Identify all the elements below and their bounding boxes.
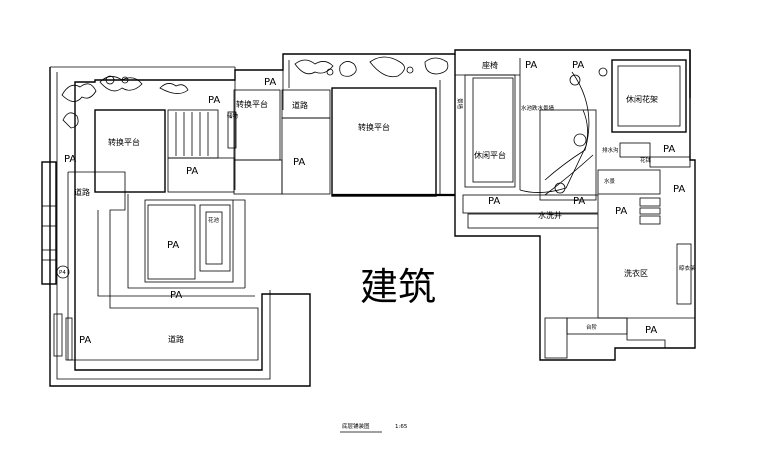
pa-label: PA [79, 335, 91, 346]
room-water-feature: 水池跌水景墙 [521, 104, 555, 112]
pa-label: PA [167, 240, 179, 251]
leisure-platform [464, 74, 516, 188]
pa-label: PA [293, 157, 305, 168]
caption-scale: 1:65 [395, 424, 408, 430]
outer-boundary-right [454, 50, 696, 361]
outer-boundary-left [49, 49, 691, 387]
leisure-pavilion [611, 59, 687, 133]
laundry-rack [676, 243, 692, 305]
side-text: 晾衣架 [679, 264, 696, 272]
turn-platform-left [94, 109, 166, 193]
pa-label: PA [264, 77, 276, 88]
side-text: 储物 [227, 112, 239, 120]
room-road-bottom: 道路 [168, 334, 184, 344]
pa-label: PA [572, 60, 584, 71]
pa-label: PA [170, 290, 182, 301]
planting-top-center [294, 56, 449, 78]
side-text: 水景 [604, 177, 616, 185]
labels: PA PA PA PA PA PA PA PA PA PA PA PA PA P… [59, 60, 696, 430]
pa-label: PA [673, 184, 685, 195]
pa-label: PA [615, 206, 627, 217]
pa-label: PA [64, 154, 76, 165]
room-road-small: 道路 [292, 100, 308, 110]
building-label: 建筑 [360, 265, 436, 309]
room-seat: 座椅 [482, 60, 498, 70]
room-turn-platform-center: 转换平台 [358, 122, 390, 132]
pa-label: PA [525, 60, 537, 71]
inner-boundary-left [56, 72, 271, 380]
pa-label: PA [208, 95, 220, 106]
water-feature [539, 109, 597, 201]
side-text: 景墙 [456, 98, 464, 110]
pa-label: PA [645, 325, 657, 336]
room-turn-platform-small: 转换平台 [236, 99, 268, 109]
side-text: 排水沟 [602, 146, 619, 154]
planting-top-left [61, 75, 189, 129]
caption-title: 底层铺装图 [342, 422, 370, 430]
side-text: 花池 [208, 216, 220, 224]
room-wash-pool: 水洗井 [538, 210, 562, 220]
side-text: 台阶 [586, 323, 598, 331]
pa-label: PA [186, 166, 198, 177]
p4-marker [56, 265, 70, 279]
room-road-left: 道路 [74, 187, 90, 197]
pa-label: PA [663, 144, 675, 155]
side-text: 花钵 [640, 156, 652, 164]
stairs [167, 109, 219, 159]
room-laundry-area: 洗衣区 [624, 268, 648, 278]
room-turn-platform-left: 转换平台 [108, 137, 140, 147]
left-entry-strip [41, 161, 57, 285]
road-band-outer [67, 171, 259, 361]
room-leisure-pavilion: 休闲花架 [626, 94, 658, 104]
wash-pool [467, 213, 599, 229]
room-leisure-platform: 休闲平台 [474, 150, 506, 160]
pa-label: PA [488, 196, 500, 207]
pa-label: PA [573, 196, 585, 207]
p4-label: P4 [59, 270, 66, 276]
turn-platform-center [331, 87, 437, 197]
